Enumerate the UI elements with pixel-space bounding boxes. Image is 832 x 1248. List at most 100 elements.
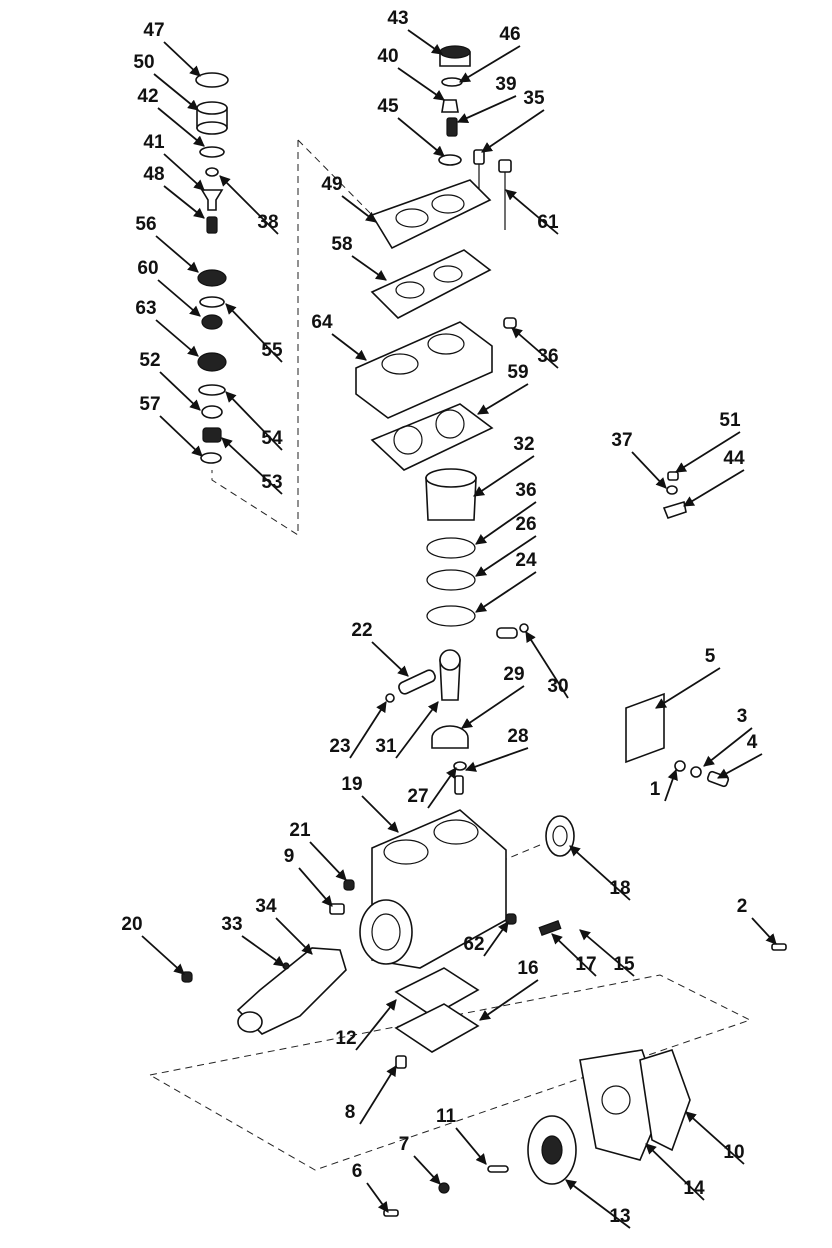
leader-line-61 <box>505 189 559 235</box>
leader-line-41 <box>163 153 205 191</box>
piston-assembly <box>425 468 477 627</box>
callout-label-57: 57 <box>139 394 160 415</box>
leader-line-59 <box>477 383 529 415</box>
callout-label-3: 3 <box>737 706 748 727</box>
callout-label-54: 54 <box>261 428 283 449</box>
o-ring-57 <box>200 452 222 464</box>
callout-label-26: 26 <box>515 514 536 535</box>
callout-label-22: 22 <box>351 620 372 641</box>
leader-line-27 <box>427 767 457 809</box>
callout-label-9: 9 <box>284 846 295 867</box>
leader-line-15 <box>579 929 635 977</box>
bolt-8 <box>395 1055 407 1069</box>
leader-line-12 <box>355 999 397 1051</box>
leader-line-50 <box>153 73 199 111</box>
leader-line-13 <box>565 1179 631 1229</box>
callout-label-31: 31 <box>375 736 397 757</box>
valve-stack <box>195 72 229 464</box>
callout-label-18: 18 <box>609 878 630 899</box>
o-ring-45 <box>438 154 462 166</box>
crankshaft-assembly <box>236 947 347 1035</box>
callout-label-20: 20 <box>121 914 142 935</box>
fitting-41 <box>200 189 224 211</box>
callout-label-16: 16 <box>517 958 538 979</box>
crankcase-assembly <box>181 809 575 1069</box>
callout-label-23: 23 <box>329 736 350 757</box>
callout-label-48: 48 <box>143 164 164 185</box>
cover-16 <box>394 1003 480 1053</box>
callout-label-58: 58 <box>331 234 352 255</box>
leader-line-57 <box>159 415 203 457</box>
callout-label-24: 24 <box>515 550 537 571</box>
clamp-44 <box>662 500 687 519</box>
leader-line-30 <box>525 631 569 699</box>
callout-label-51: 51 <box>719 410 741 431</box>
callout-label-46: 46 <box>499 24 520 45</box>
callout-label-4: 4 <box>747 732 758 753</box>
callout-label-15: 15 <box>613 954 635 975</box>
leader-line-52 <box>159 371 201 411</box>
valve-seat-56 <box>197 269 227 287</box>
callout-label-21: 21 <box>289 820 311 841</box>
o-ring-42 <box>199 146 225 158</box>
gasket-12 <box>394 967 480 1017</box>
callout-label-30: 30 <box>547 676 568 697</box>
callout-label-43: 43 <box>387 8 408 29</box>
leader-line-19 <box>361 795 399 833</box>
callout-label-56: 56 <box>135 214 156 235</box>
nut-7 <box>438 1182 450 1194</box>
callout-label-10: 10 <box>723 1142 744 1163</box>
gasket-10 <box>639 1049 691 1152</box>
nut-3 <box>690 766 702 778</box>
callout-label-63: 63 <box>135 298 156 319</box>
callout-label-61: 61 <box>537 212 559 233</box>
leader-line-32 <box>473 455 535 497</box>
callout-label-2: 2 <box>737 896 748 917</box>
spring-53 <box>202 427 222 443</box>
link-11 <box>487 1165 509 1173</box>
leader-line-46 <box>459 45 521 83</box>
leader-line-51 <box>675 431 741 473</box>
callout-label-38: 38 <box>257 212 278 233</box>
bolt-28 <box>454 775 464 795</box>
leader-line-47 <box>163 41 201 77</box>
callout-label-49: 49 <box>321 174 342 195</box>
leader-line-16 <box>479 979 539 1021</box>
callout-label-44: 44 <box>723 448 745 469</box>
leader-line-44 <box>683 469 745 507</box>
plug-21 <box>343 879 355 891</box>
leader-line-55 <box>225 303 283 363</box>
callout-label-39: 39 <box>495 74 516 95</box>
connecting-rod-assembly <box>385 623 529 795</box>
leader-line-3 <box>703 727 753 767</box>
seal-38 <box>205 167 219 177</box>
valve-plate-64 <box>355 321 493 419</box>
leader-line-1 <box>664 768 678 802</box>
callout-label-11: 11 <box>436 1106 457 1127</box>
washer-52 <box>201 405 223 419</box>
screw-2 <box>771 943 787 951</box>
callout-label-34: 34 <box>255 896 277 917</box>
callout-label-28: 28 <box>507 726 528 747</box>
callout-label-60: 60 <box>137 258 158 279</box>
callout-label-55: 55 <box>261 340 283 361</box>
callout-label-47: 47 <box>143 20 164 41</box>
cylinder-head-49 <box>370 179 492 250</box>
callout-label-36: 36 <box>515 480 536 501</box>
fitting-9 <box>329 903 345 915</box>
leader-line-33 <box>241 935 285 967</box>
ring-26 <box>426 569 476 591</box>
callout-label-64: 64 <box>311 312 333 333</box>
leader-line-34 <box>275 917 313 955</box>
leader-line-48 <box>163 185 205 219</box>
bearing-18 <box>545 815 575 857</box>
valve-60 <box>201 314 223 330</box>
leader-line-36 <box>475 501 537 545</box>
gasket-58 <box>370 249 492 319</box>
bracket-assembly <box>625 471 787 951</box>
callout-label-29: 29 <box>503 664 524 685</box>
leader-line-29 <box>461 685 525 729</box>
leader-line-7 <box>413 1155 441 1185</box>
